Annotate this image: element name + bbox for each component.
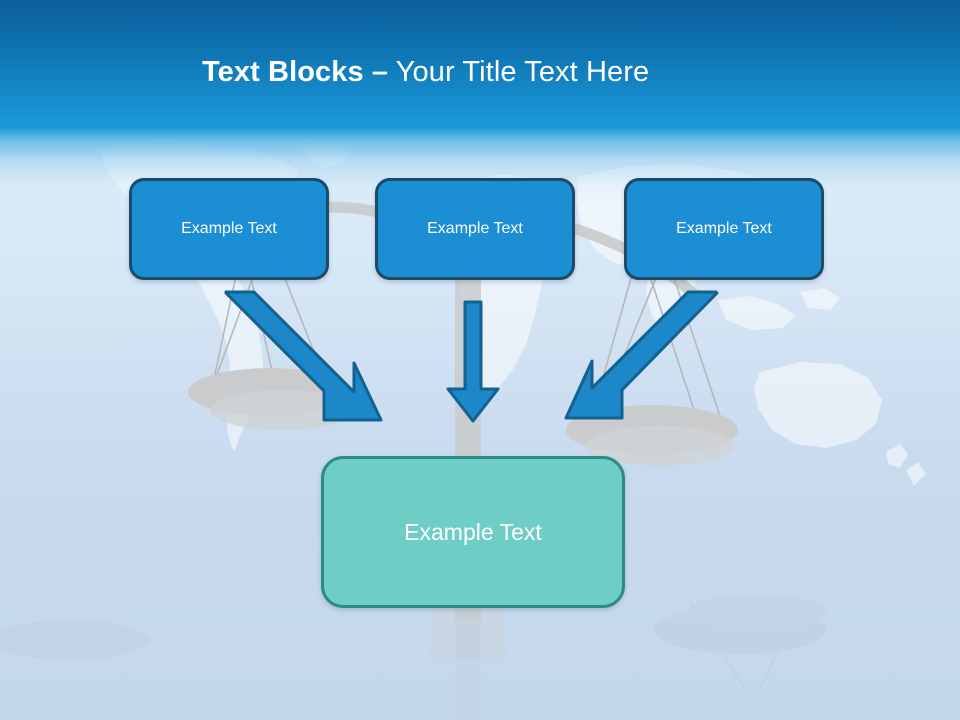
text-block-3[interactable]: Example Text [624,178,824,280]
text-block-1[interactable]: Example Text [129,178,329,280]
page-title-bold: Text Blocks – [202,56,389,88]
result-text-block[interactable]: Example Text [321,456,625,608]
text-block-2-label: Example Text [427,220,523,237]
arrow-middle-vertical-icon[interactable] [446,300,500,423]
scale-pan-left-shadow [210,390,354,430]
page-title: Text Blocks – Your Title Text Here [202,53,649,91]
header-band [0,0,960,129]
text-block-2[interactable]: Example Text [375,178,575,280]
arrow-left-diagonal-icon[interactable] [224,290,383,422]
scale-base [428,600,508,660]
page-title-regular: Your Title Text Here [388,56,650,88]
text-block-1-label: Example Text [181,220,277,237]
text-block-3-label: Example Text [676,220,772,237]
arrow-right-diagonal-icon[interactable] [564,290,719,420]
scale-pan-right-shadow [586,426,734,466]
scale-reflection [0,594,826,720]
result-text-block-label: Example Text [404,518,542,545]
